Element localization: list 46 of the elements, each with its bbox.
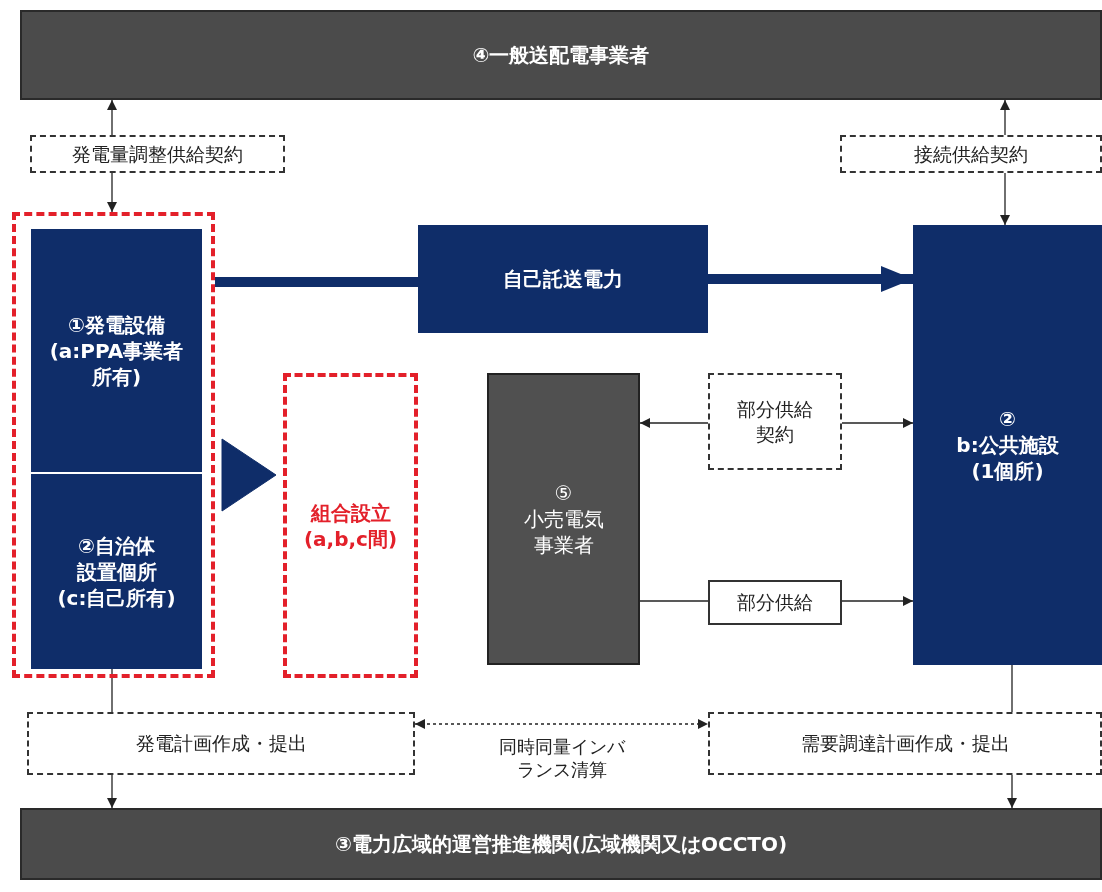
arrow	[414, 719, 709, 729]
node-title: 自己託送電力	[503, 266, 623, 292]
facility-box	[913, 225, 1102, 665]
arrow	[1000, 99, 1010, 136]
arrow	[1007, 774, 1017, 809]
node-title: ③電力広域的運営推進機関(広域機関又はOCCTO)	[334, 831, 788, 857]
node-text: b:公共施設(1個所)	[955, 432, 1060, 484]
arrow	[708, 266, 913, 292]
node-title: 発電計画作成・提出	[135, 731, 307, 756]
contract-box	[30, 135, 285, 173]
node-title: ⑤	[554, 480, 573, 506]
contract-box	[840, 135, 1102, 173]
node-title: 部分供給	[737, 590, 813, 615]
node-title: 組合設立	[310, 499, 391, 526]
node-text: (a,b,c間)	[303, 525, 398, 552]
power-box	[418, 225, 708, 333]
organization-bar	[20, 10, 1102, 100]
arrow	[1000, 172, 1010, 226]
organization-bar	[20, 808, 1102, 880]
plan-box	[27, 712, 415, 775]
facility-box	[31, 474, 202, 669]
triangle-arrow	[221, 438, 277, 512]
facility-box	[31, 229, 202, 472]
plan-box	[708, 712, 1102, 775]
arrow	[107, 99, 117, 136]
arrow	[107, 774, 117, 809]
node-text: (a:PPA事業者所有)	[48, 337, 185, 390]
retailer-box	[487, 373, 640, 665]
node-title: ④一般送配電事業者	[472, 42, 650, 68]
arrow	[841, 418, 914, 428]
node-title: 接続供給契約	[914, 141, 1028, 167]
arrow	[841, 596, 914, 606]
contract-box	[708, 373, 842, 470]
node-title: 部分供給契約	[736, 396, 814, 447]
node-title: ②自治体設置個所	[75, 532, 158, 585]
arrow	[639, 418, 709, 428]
node-title: 発電量調整供給契約	[72, 141, 243, 167]
union-box	[283, 373, 418, 678]
node-title: ②	[999, 406, 1016, 432]
group-frame	[12, 212, 215, 678]
arrow	[107, 172, 117, 213]
node-text: 小売電気事業者	[522, 506, 605, 558]
node-title: 需要調達計画作成・提出	[800, 731, 1010, 756]
node-title: ①発電設備	[67, 311, 166, 338]
supply-box	[708, 580, 842, 625]
node-text: (c:自己所有)	[57, 584, 176, 611]
